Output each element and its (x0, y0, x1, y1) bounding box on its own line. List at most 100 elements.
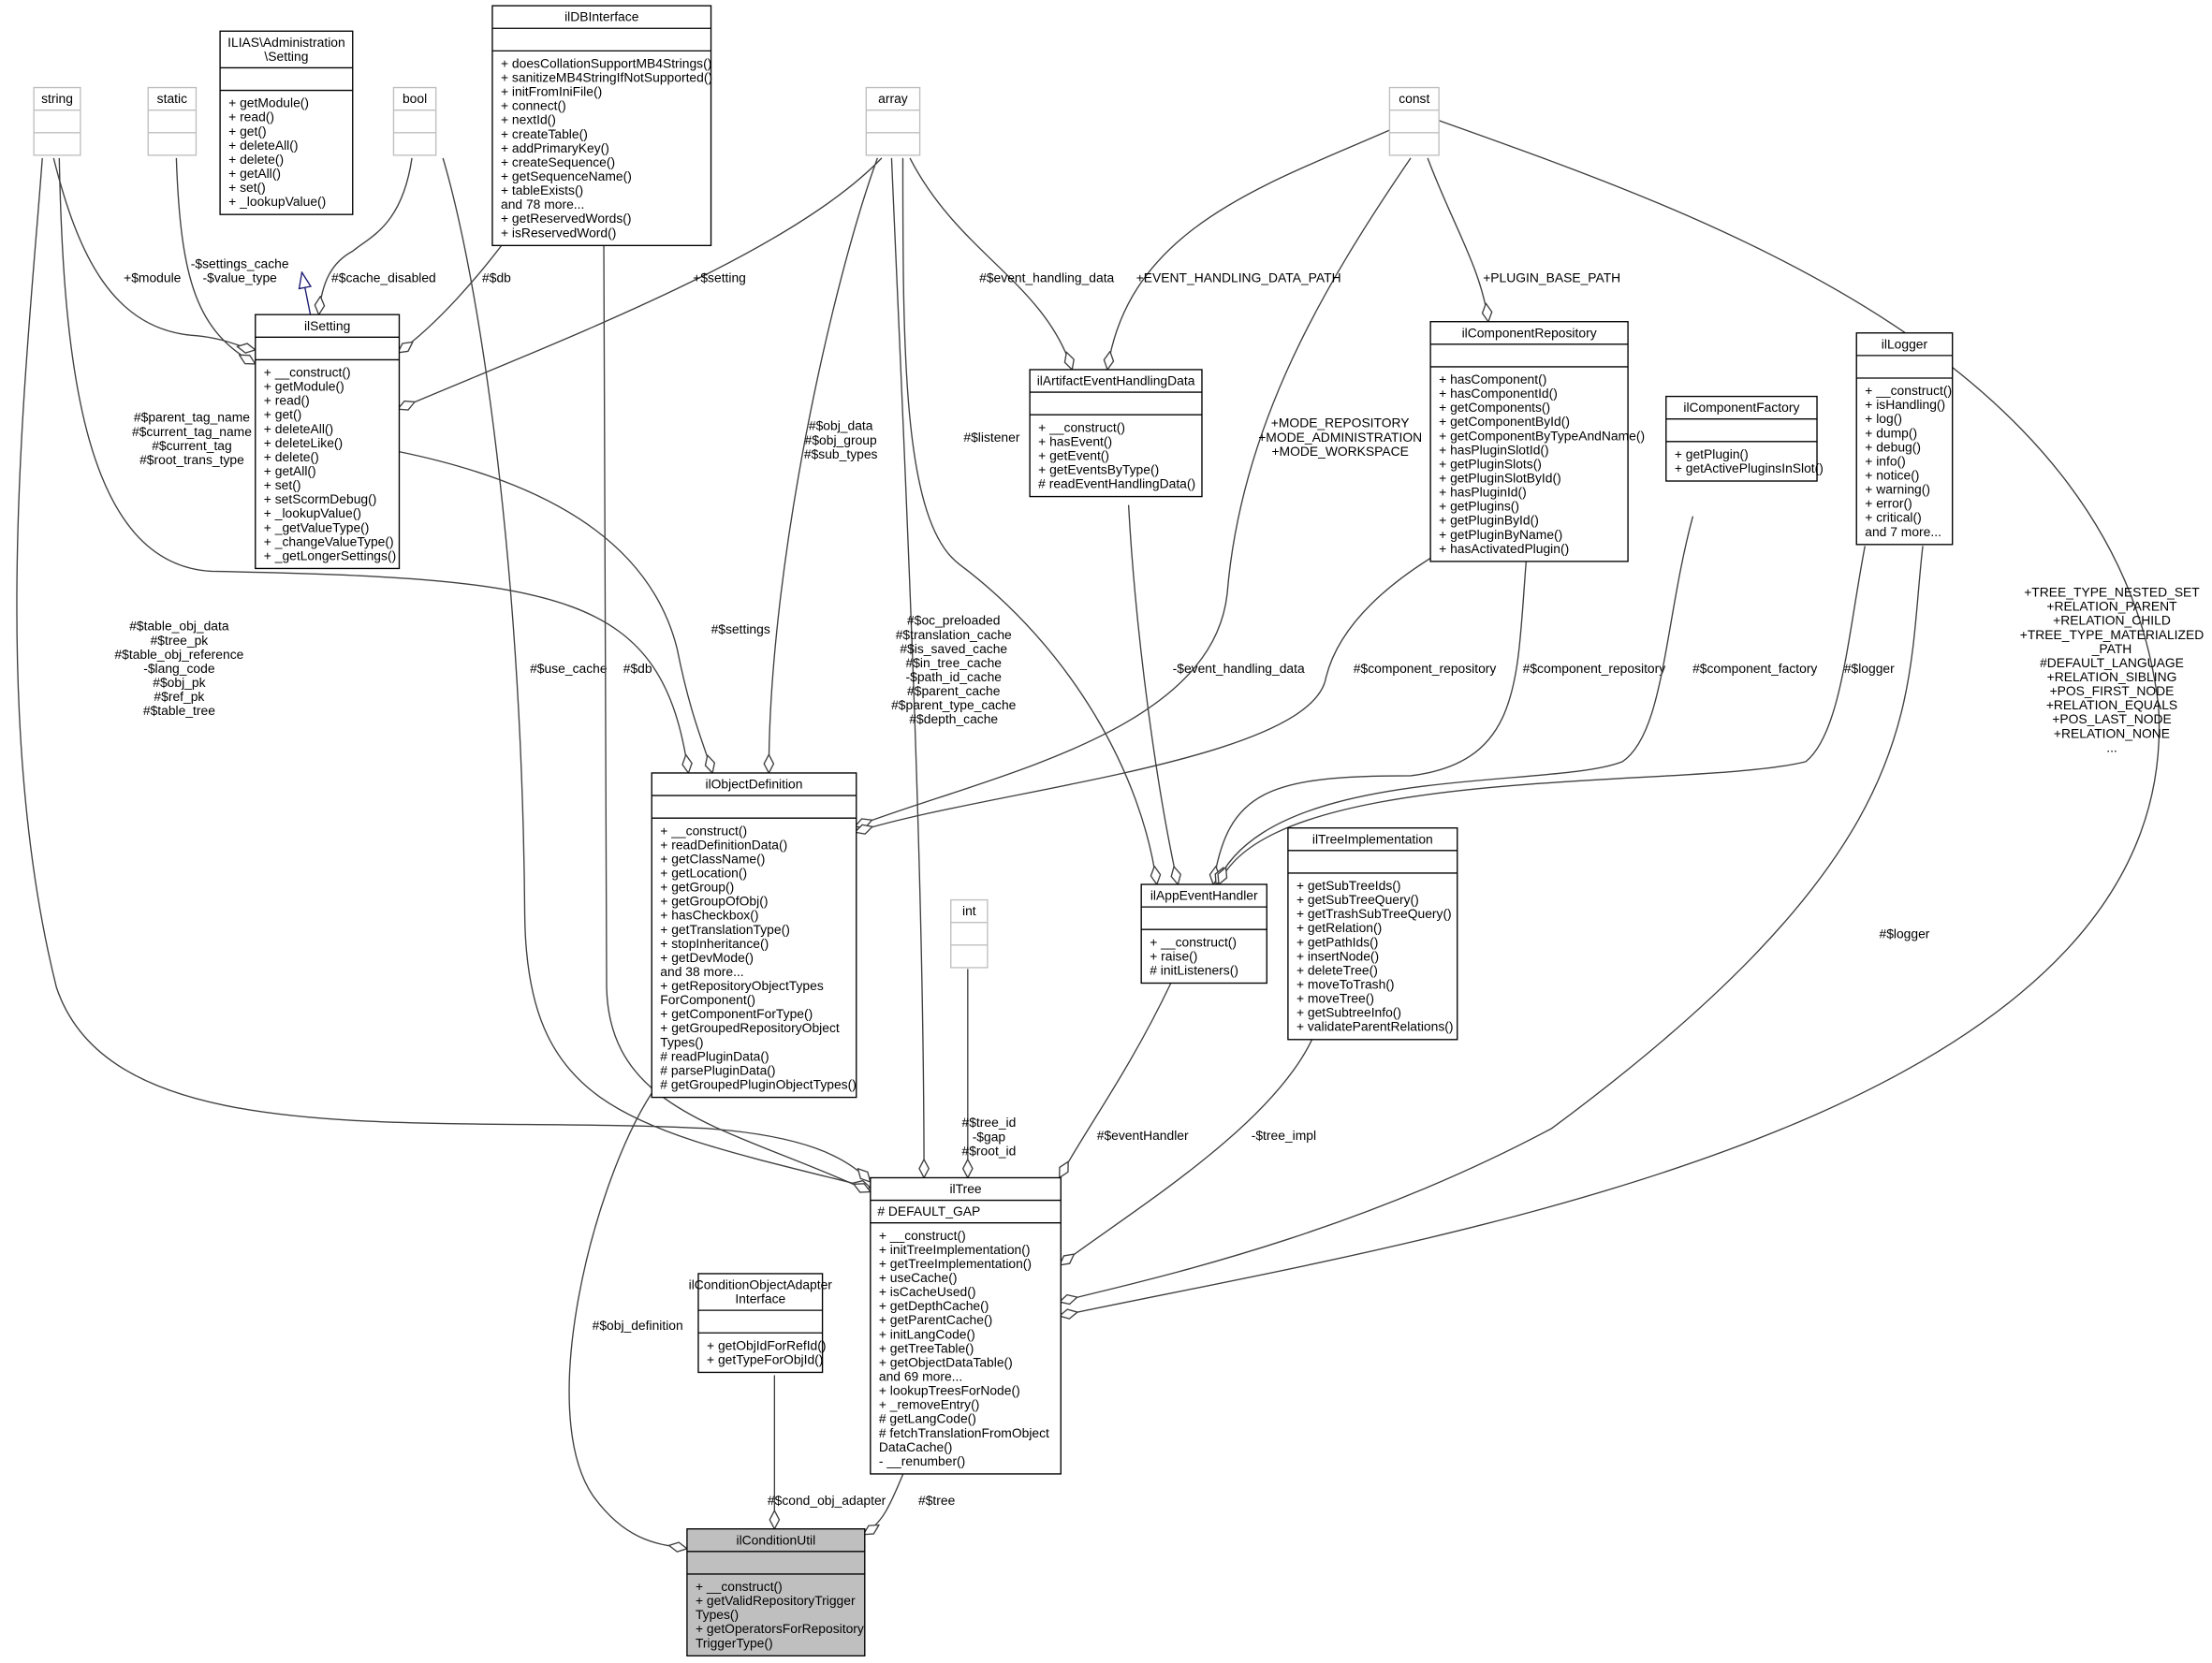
edge-array-to-ilartifact: #$event_handling_data (909, 157, 1115, 370)
edge-label: #$tree_pk (151, 633, 209, 648)
edge-label: +RELATION_EQUALS (2046, 697, 2177, 712)
class-node-array[interactable]: array (865, 86, 921, 156)
class-name: const (1399, 91, 1429, 106)
class-method: # initListeners() (1150, 962, 1238, 977)
class-method: Types() (696, 1607, 739, 1622)
class-method: DataCache() (879, 1439, 953, 1454)
class-method: + read() (264, 393, 310, 408)
class-method: + delete() (264, 449, 319, 464)
class-method: # getGroupedPluginObjectTypes() (660, 1077, 857, 1092)
edge-label: #DEFAULT_LANGUAGE (2040, 655, 2184, 670)
aggregation-connector (319, 157, 413, 314)
aggregation-connector (863, 1470, 905, 1535)
class-method: and 78 more... (501, 197, 584, 212)
class-box (1287, 827, 1458, 1041)
class-method: + hasComponentId() (1439, 386, 1558, 401)
class-method: + _lookupValue() (264, 505, 361, 520)
class-node-iltree[interactable]: ilTree# DEFAULT_GAP+ __construct()+ init… (870, 1176, 1062, 1475)
aggregation-connector (1060, 546, 1924, 1302)
class-method: + readDefinitionData() (660, 837, 787, 852)
class-method: + getPathIds() (1296, 934, 1378, 949)
class-method: + initFromIniFile() (501, 84, 602, 99)
class-node-ilcomponentfactory[interactable]: ilComponentFactory+ getPlugin()+ getActi… (1665, 395, 1824, 482)
aggregation-connector (58, 157, 688, 773)
edge-label: #$event_handling_data (979, 270, 1114, 285)
aggregation-connector (1107, 126, 1398, 370)
class-node-iltreeimplementation[interactable]: ilTreeImplementation+ getSubTreeIds()+ g… (1287, 827, 1458, 1041)
class-node-illogger[interactable]: ilLogger+ __construct()+ isHandling()+ l… (1855, 332, 1954, 546)
edge-label: #$current_tag_name (132, 424, 252, 439)
class-node-ilsetting[interactable]: ilSetting+ __construct()+ getModule()+ r… (255, 314, 401, 570)
edge-label: #$obj_definition (593, 1318, 683, 1333)
edge-label: -$value_type (203, 270, 278, 285)
edge-label: #$settings (711, 621, 770, 636)
edge-label: #$component_repository (1523, 661, 1666, 676)
class-box (1388, 86, 1440, 156)
edge-static-to-ilsetting: -$settings_cache-$value_type (175, 157, 289, 364)
edge-ildbinterface-to-ilsetting: #$db (398, 236, 511, 353)
class-method: and 38 more... (660, 964, 743, 979)
class-method: + get() (264, 407, 301, 422)
class-method: + warning() (1865, 482, 1930, 497)
class-node-ilconditionutil[interactable]: ilConditionUtil+ __construct()+ getValid… (686, 1528, 866, 1657)
class-method: + getClassName() (660, 851, 765, 866)
class-method: + moveToTrash() (1296, 977, 1395, 992)
aggregation-connector (398, 157, 883, 409)
class-box (865, 86, 921, 156)
edge-label: ... (2106, 739, 2117, 754)
class-box (1855, 332, 1954, 546)
class-method: + hasPluginId() (1439, 485, 1527, 500)
aggregation-connector (603, 237, 871, 1191)
class-name: Interface (735, 1291, 785, 1306)
class-name: ILIAS\Administration (227, 35, 345, 50)
class-node-ilappeventhandler[interactable]: ilAppEventHandler+ __construct()+ raise(… (1140, 883, 1267, 985)
class-method: + __construct() (1865, 383, 1952, 398)
class-node-adminsetting[interactable]: ILIAS\Administration\Setting+ getModule(… (219, 30, 354, 215)
edge-label: +PLUGIN_BASE_PATH (1483, 270, 1620, 285)
class-method: + getAll() (264, 463, 316, 478)
class-method: + hasActivatedPlugin() (1439, 541, 1569, 556)
class-method: + createTable() (501, 126, 588, 141)
aggregation-connector (16, 157, 871, 1182)
aggregation-connector (1219, 546, 1866, 884)
edge-ilconditionadapter-to-ilconditionutil: #$cond_obj_adapter (768, 1375, 886, 1528)
edge-label: +RELATION_CHILD (2053, 613, 2171, 628)
class-box (1665, 395, 1818, 482)
class-name: ilArtifactEventHandlingData (1037, 373, 1195, 388)
class-method: + raise() (1150, 948, 1197, 963)
class-node-ildbinterface[interactable]: ilDBInterface+ doesCollationSupportMB4St… (491, 5, 712, 247)
class-node-ilartifact[interactable]: ilArtifactEventHandlingData+ __construct… (1029, 369, 1203, 498)
class-name: ilAppEventHandler (1150, 888, 1258, 903)
edge-label: #$parent_type_cache (891, 697, 1017, 712)
class-name: string (41, 91, 73, 106)
class-node-bool[interactable]: bool (392, 86, 437, 156)
class-node-int[interactable]: int (950, 898, 989, 969)
edge-iltreeimplementation-to-iltree: -$tree_impl (1060, 1039, 1316, 1265)
edge-label: #$logger (1879, 926, 1929, 941)
class-box (33, 86, 81, 156)
aggregation-connector (398, 236, 509, 353)
aggregation-connector (890, 157, 924, 1178)
aggregation-connector (442, 157, 871, 1188)
edge-label: #$eventHandler (1097, 1128, 1189, 1143)
class-box (147, 86, 198, 156)
class-name: ilConditionUtil (736, 1532, 815, 1547)
class-node-string[interactable]: string (33, 86, 81, 156)
class-method: + getSubTreeIds() (1296, 878, 1401, 893)
class-node-ilcomponentrepository[interactable]: ilComponentRepository+ hasComponent()+ h… (1429, 321, 1645, 562)
class-node-static[interactable]: static (147, 86, 198, 156)
class-node-const[interactable]: const (1388, 86, 1440, 156)
class-name: int (962, 903, 976, 918)
class-method: + getPluginById() (1439, 513, 1539, 528)
class-name: static (157, 91, 187, 106)
class-node-ilobjectdefinition[interactable]: ilObjectDefinition+ __construct()+ readD… (651, 772, 857, 1099)
class-method: + getTrashSubTreeQuery() (1296, 906, 1452, 921)
edge-ilcomponentrepository-to-ilobjectdefinition: #$component_repository (855, 552, 1496, 832)
class-method: + getValidRepositoryTrigger (696, 1593, 856, 1608)
class-method: + notice() (1865, 467, 1919, 482)
class-method: ForComponent() (660, 992, 755, 1007)
class-method: + getObjectDataTable() (879, 1354, 1013, 1369)
class-method: + lookupTreesForNode() (879, 1383, 1020, 1398)
class-method: + getModule() (228, 95, 309, 110)
